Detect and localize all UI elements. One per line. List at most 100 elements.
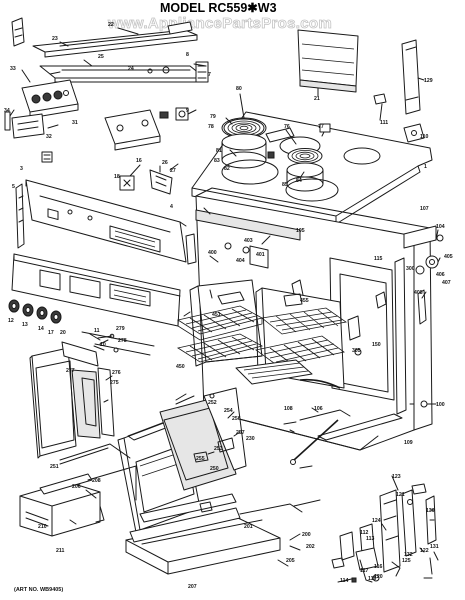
part-label-17: 17 (48, 330, 54, 336)
oven-rack-lower-right (255, 335, 345, 367)
part-label-210: 210 (38, 524, 47, 530)
broil-pan (235, 359, 313, 385)
part-label-11: 11 (94, 328, 100, 334)
model-title: MODEL RC559✱W3 (160, 1, 277, 15)
part-label-26: 26 (162, 160, 168, 166)
oven-rack-lower-left (176, 333, 264, 363)
part-label-276: 276 (112, 370, 121, 376)
part-label-125: 125 (402, 558, 411, 564)
part-label-305: 305 (352, 348, 361, 354)
part-label-123: 123 (392, 474, 401, 480)
part-label-79: 79 (210, 114, 216, 120)
part-label-105: 105 (296, 228, 305, 234)
lower-oven-door (117, 387, 247, 533)
part-label-9: 9 (186, 108, 189, 114)
part-label-115: 115 (374, 256, 382, 262)
part-label-16: 16 (136, 158, 142, 164)
part-label-121: 121 (396, 492, 405, 498)
part-label-256: 256 (232, 416, 241, 422)
right-side-components (283, 225, 444, 425)
part-label-23: 23 (52, 36, 58, 42)
part-label-8: 8 (186, 52, 189, 58)
oven-rack-upper-right (261, 307, 348, 335)
part-label-21: 21 (314, 96, 320, 102)
part-label-100: 100 (436, 402, 445, 408)
part-label-31: 31 (72, 120, 78, 126)
part-label-201: 201 (244, 524, 253, 530)
part-label-401: 401 (256, 252, 265, 258)
part-label-279: 279 (116, 326, 125, 332)
part-label-205: 205 (286, 558, 295, 564)
part-label-33: 33 (10, 66, 16, 72)
part-label-208: 208 (92, 478, 101, 484)
range-base (290, 413, 403, 469)
part-label-250: 250 (210, 466, 219, 472)
part-label-200: 200 (302, 532, 311, 538)
part-label-104: 104 (436, 224, 445, 230)
part-label-12: 12 (8, 318, 14, 324)
part-label-230: 230 (246, 436, 255, 442)
part-label-129: 129 (424, 78, 433, 84)
part-label-81: 81 (216, 148, 222, 154)
upper-oven-door (29, 333, 115, 459)
part-label-131: 131 (430, 544, 439, 550)
part-label-119: 119 (368, 576, 376, 582)
part-label-10: 10 (100, 342, 106, 348)
part-label-257: 257 (236, 430, 245, 436)
part-label-255: 255 (196, 456, 205, 462)
part-label-117: 117 (360, 568, 368, 574)
part-label-14: 14 (38, 326, 44, 332)
part-label-132: 132 (404, 552, 413, 558)
part-label-5: 5 (12, 184, 15, 190)
part-label-7: 7 (208, 72, 211, 78)
art-number-footer: (ART NO. WB9405) (14, 587, 63, 593)
part-label-116: 116 (374, 564, 382, 570)
part-label-122: 122 (420, 548, 429, 554)
leader-lines (9, 27, 441, 567)
control-knobs (8, 299, 155, 356)
part-label-211: 211 (56, 548, 64, 554)
part-label-109: 109 (404, 440, 413, 446)
part-label-3: 3 (20, 166, 23, 172)
part-label-27: 27 (170, 168, 176, 174)
part-label-111: 111 (380, 120, 388, 126)
part-label-150: 150 (372, 342, 381, 348)
part-label-300: 300 (406, 266, 415, 272)
part-label-112: 112 (360, 530, 368, 536)
part-label-406: 406 (436, 272, 445, 278)
part-label-403: 403 (244, 238, 253, 244)
control-panel-assembly (15, 169, 197, 265)
part-label-107: 107 (420, 206, 429, 212)
storage-drawer (125, 493, 321, 575)
part-label-251: 251 (50, 464, 59, 470)
part-label-450: 450 (176, 364, 185, 370)
part-label-408: 408 (414, 290, 423, 296)
part-label-24: 24 (128, 66, 134, 72)
part-label-108: 108 (284, 406, 293, 412)
part-label-254: 254 (224, 408, 233, 414)
clock-control-panel (4, 79, 79, 163)
part-label-110: 110 (420, 134, 428, 140)
part-label-114: 114 (340, 578, 348, 584)
part-label-34: 34 (4, 108, 10, 114)
left-drawer-assembly (19, 443, 137, 537)
backsplash-panel (297, 29, 359, 93)
part-label-18: 18 (114, 174, 120, 180)
part-label-20: 20 (60, 330, 66, 336)
surface-elements (221, 118, 331, 192)
part-label-120: 120 (374, 574, 383, 580)
part-label-82: 82 (224, 166, 230, 172)
part-label-252: 252 (208, 400, 217, 406)
part-label-1: 1 (424, 164, 427, 170)
part-label-278: 278 (118, 338, 127, 344)
part-label-405: 405 (444, 254, 453, 260)
part-label-13: 13 (22, 322, 28, 328)
part-label-124: 124 (372, 518, 381, 524)
part-label-83: 83 (214, 158, 220, 164)
bake-element (217, 291, 341, 389)
part-label-275: 275 (110, 380, 119, 386)
part-label-253: 253 (214, 446, 223, 452)
part-label-77: 77 (318, 124, 324, 130)
part-label-84: 84 (296, 178, 302, 184)
